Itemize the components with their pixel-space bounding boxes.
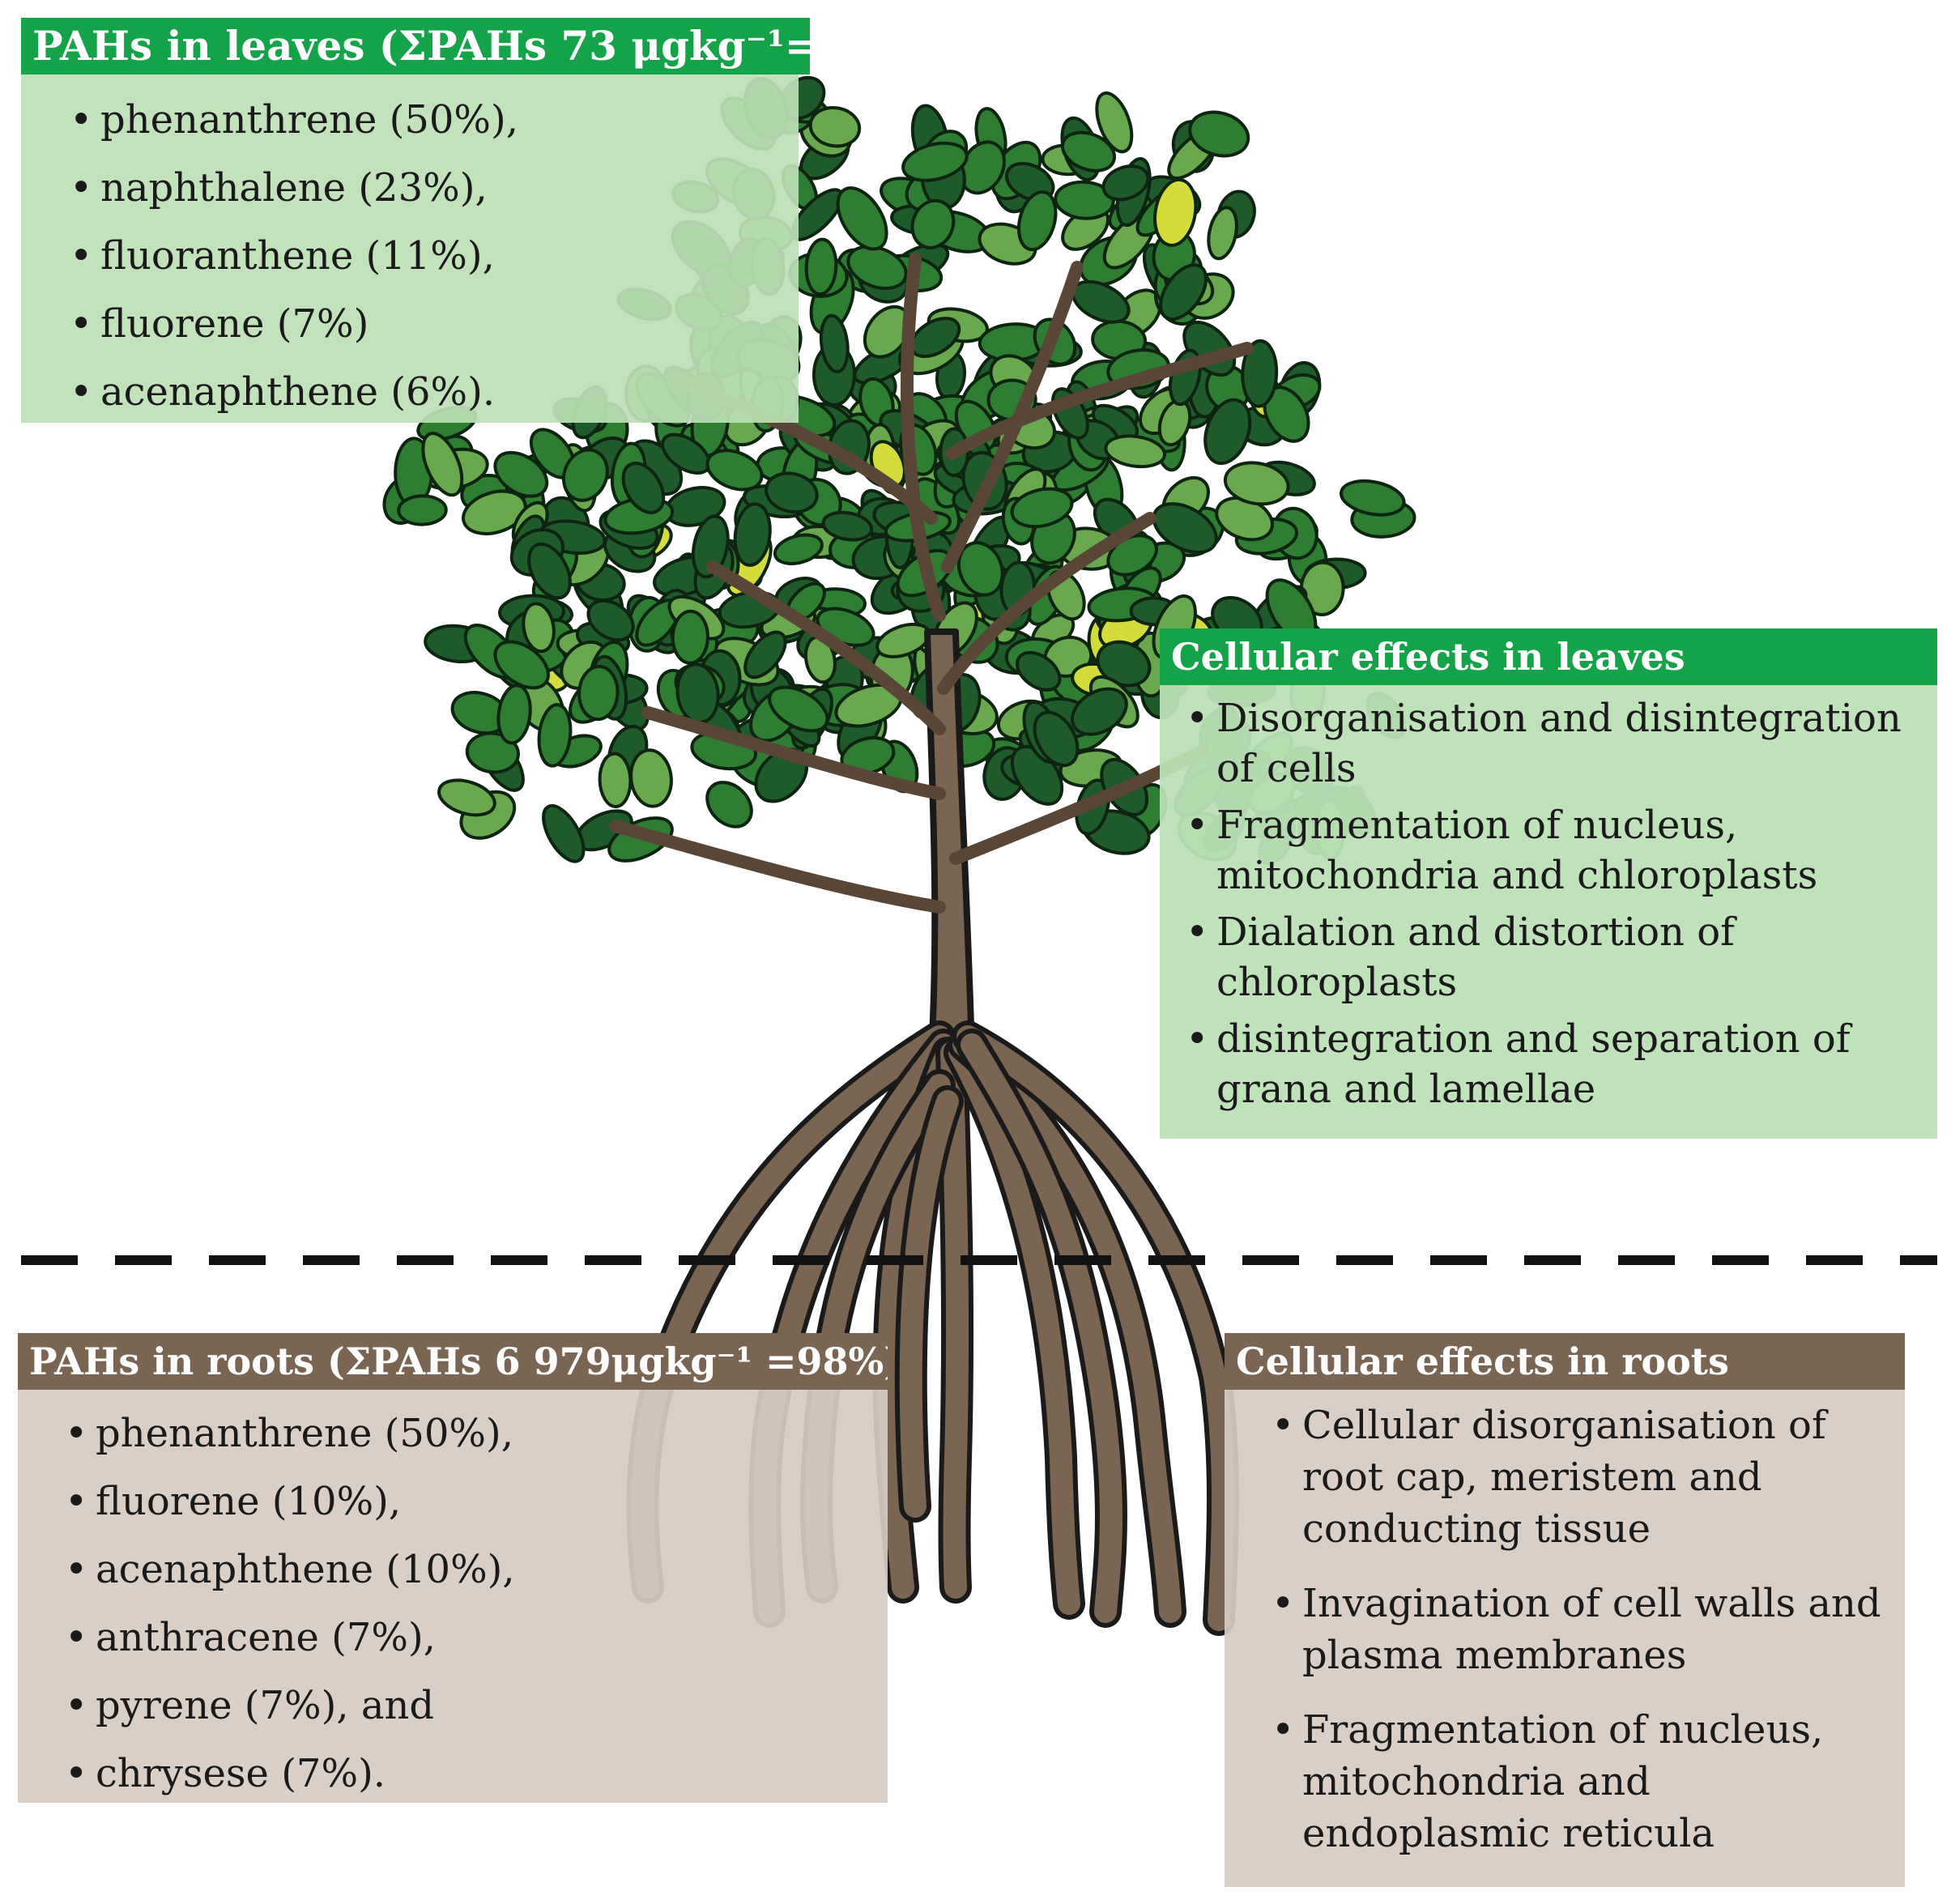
leaf — [1016, 190, 1058, 252]
leaves-effects-panel: Cellular effects in leaves Disorganisati… — [1160, 628, 1937, 1139]
list-item: phenanthrene (50%), — [65, 1399, 888, 1467]
leaf — [1207, 206, 1238, 261]
leaf — [621, 462, 666, 514]
leaves-effects-list: Disorganisation and disintegration of ce… — [1160, 693, 1937, 1114]
leaf — [705, 449, 764, 492]
roots-pah-list: phenanthrene (50%), fluorene (10%), acen… — [18, 1399, 888, 1808]
leaf — [1340, 479, 1406, 517]
leaf — [1071, 687, 1128, 736]
leaf — [1101, 164, 1150, 202]
leaf — [808, 106, 862, 148]
root — [952, 1033, 1182, 1623]
leaves-pah-panel: PAHs in leaves (ΣPAHs 73 μgkg⁻¹=2%) phen… — [21, 18, 810, 426]
roots-effects-title: Cellular effects in roots — [1225, 1333, 1905, 1390]
roots-pah-panel: PAHs in roots (ΣPAHs 6 979μgkg⁻¹ =98%) p… — [18, 1333, 888, 1808]
list-item: chrysese (7%). — [65, 1740, 888, 1808]
leaf — [1153, 177, 1198, 247]
leaf — [542, 804, 586, 863]
leaf — [421, 432, 464, 497]
leaf — [465, 731, 520, 774]
leaf — [733, 502, 772, 567]
leaf — [493, 640, 550, 690]
leaf — [765, 471, 819, 514]
leaf — [821, 510, 874, 542]
list-item: naphthalene (23%), — [70, 154, 799, 222]
list-item: Disorganisation and disintegration of ce… — [1186, 693, 1937, 794]
root — [899, 1090, 959, 1518]
leaf — [1061, 130, 1116, 173]
list-item: phenanthrene (50%), — [70, 86, 799, 154]
leaf — [846, 245, 908, 290]
leaf — [522, 602, 556, 654]
leaf — [527, 542, 572, 600]
leaf — [397, 494, 448, 526]
list-item: fluorene (10%), — [65, 1467, 888, 1536]
leaves-effects-title: Cellular effects in leaves — [1160, 628, 1937, 685]
leaf — [1188, 110, 1250, 158]
list-item: Fragmentation of nucleus, mitochondria a… — [1186, 800, 1937, 901]
leaf — [1095, 91, 1134, 154]
roots-effects-list: Cellular disorganisation of root cap, me… — [1225, 1399, 1905, 1859]
leaf — [437, 778, 496, 817]
leaf — [671, 609, 709, 665]
leaf — [537, 703, 573, 768]
leaf — [691, 514, 730, 579]
leaf — [768, 685, 829, 733]
leaves-pah-list: phenanthrene (50%), naphthalene (23%), f… — [21, 86, 799, 426]
leaf — [910, 198, 956, 249]
root — [948, 1041, 1080, 1615]
leaf — [773, 533, 824, 565]
leaf — [561, 448, 609, 502]
leaves-pah-title: PAHs in leaves (ΣPAHs 73 μgkg⁻¹=2%) — [21, 18, 810, 75]
leaf — [1054, 180, 1115, 220]
leaf — [1010, 487, 1074, 529]
roots-pah-title: PAHs in roots (ΣPAHs 6 979μgkg⁻¹ =98%) — [18, 1333, 888, 1390]
list-item: disintegration and separation of grana a… — [1186, 1014, 1937, 1114]
leaf — [1241, 339, 1279, 408]
leaf — [598, 752, 633, 808]
list-item: Invagination of cell walls and plasma me… — [1272, 1578, 1905, 1681]
leaf — [836, 186, 888, 251]
leaf — [493, 450, 549, 498]
list-item: anthracene (7%), — [65, 1604, 888, 1672]
leaf — [586, 598, 635, 642]
leaf — [804, 237, 838, 296]
list-item: acenaphthene (6%). — [70, 358, 799, 426]
leaf — [1203, 398, 1252, 466]
list-item: Cellular disorganisation of root cap, me… — [1272, 1399, 1905, 1555]
canopy — [382, 75, 1416, 866]
list-item: pyrene (7%), and — [65, 1672, 888, 1740]
leaf — [629, 748, 673, 808]
leaf — [1223, 461, 1290, 506]
root — [940, 1041, 969, 1599]
list-item: fluoranthene (11%), — [70, 222, 799, 290]
leaf — [819, 313, 850, 373]
list-item: acenaphthene (10%), — [65, 1536, 888, 1604]
root — [956, 1025, 1234, 1631]
leaf — [577, 665, 620, 722]
roots-effects-panel: Cellular effects in roots Cellular disor… — [1225, 1333, 1905, 1887]
leaf — [705, 781, 753, 828]
root — [961, 1033, 1122, 1623]
leaf — [956, 541, 1004, 597]
leaf — [462, 489, 527, 535]
leaf — [496, 684, 532, 745]
leaf — [901, 141, 969, 182]
leaf — [1159, 263, 1208, 321]
leaf — [1104, 434, 1167, 469]
list-item: Dialation and distortion of chloroplasts — [1186, 907, 1937, 1007]
mangrove-tree-icon — [382, 75, 1416, 1636]
leaf — [743, 630, 787, 679]
list-item: Fragmentation of nucleus, mitochondria a… — [1272, 1704, 1905, 1859]
list-item: fluorene (7%) — [70, 290, 799, 358]
leaf — [1016, 650, 1062, 692]
leaf — [1152, 502, 1218, 555]
leaf — [1033, 710, 1080, 767]
